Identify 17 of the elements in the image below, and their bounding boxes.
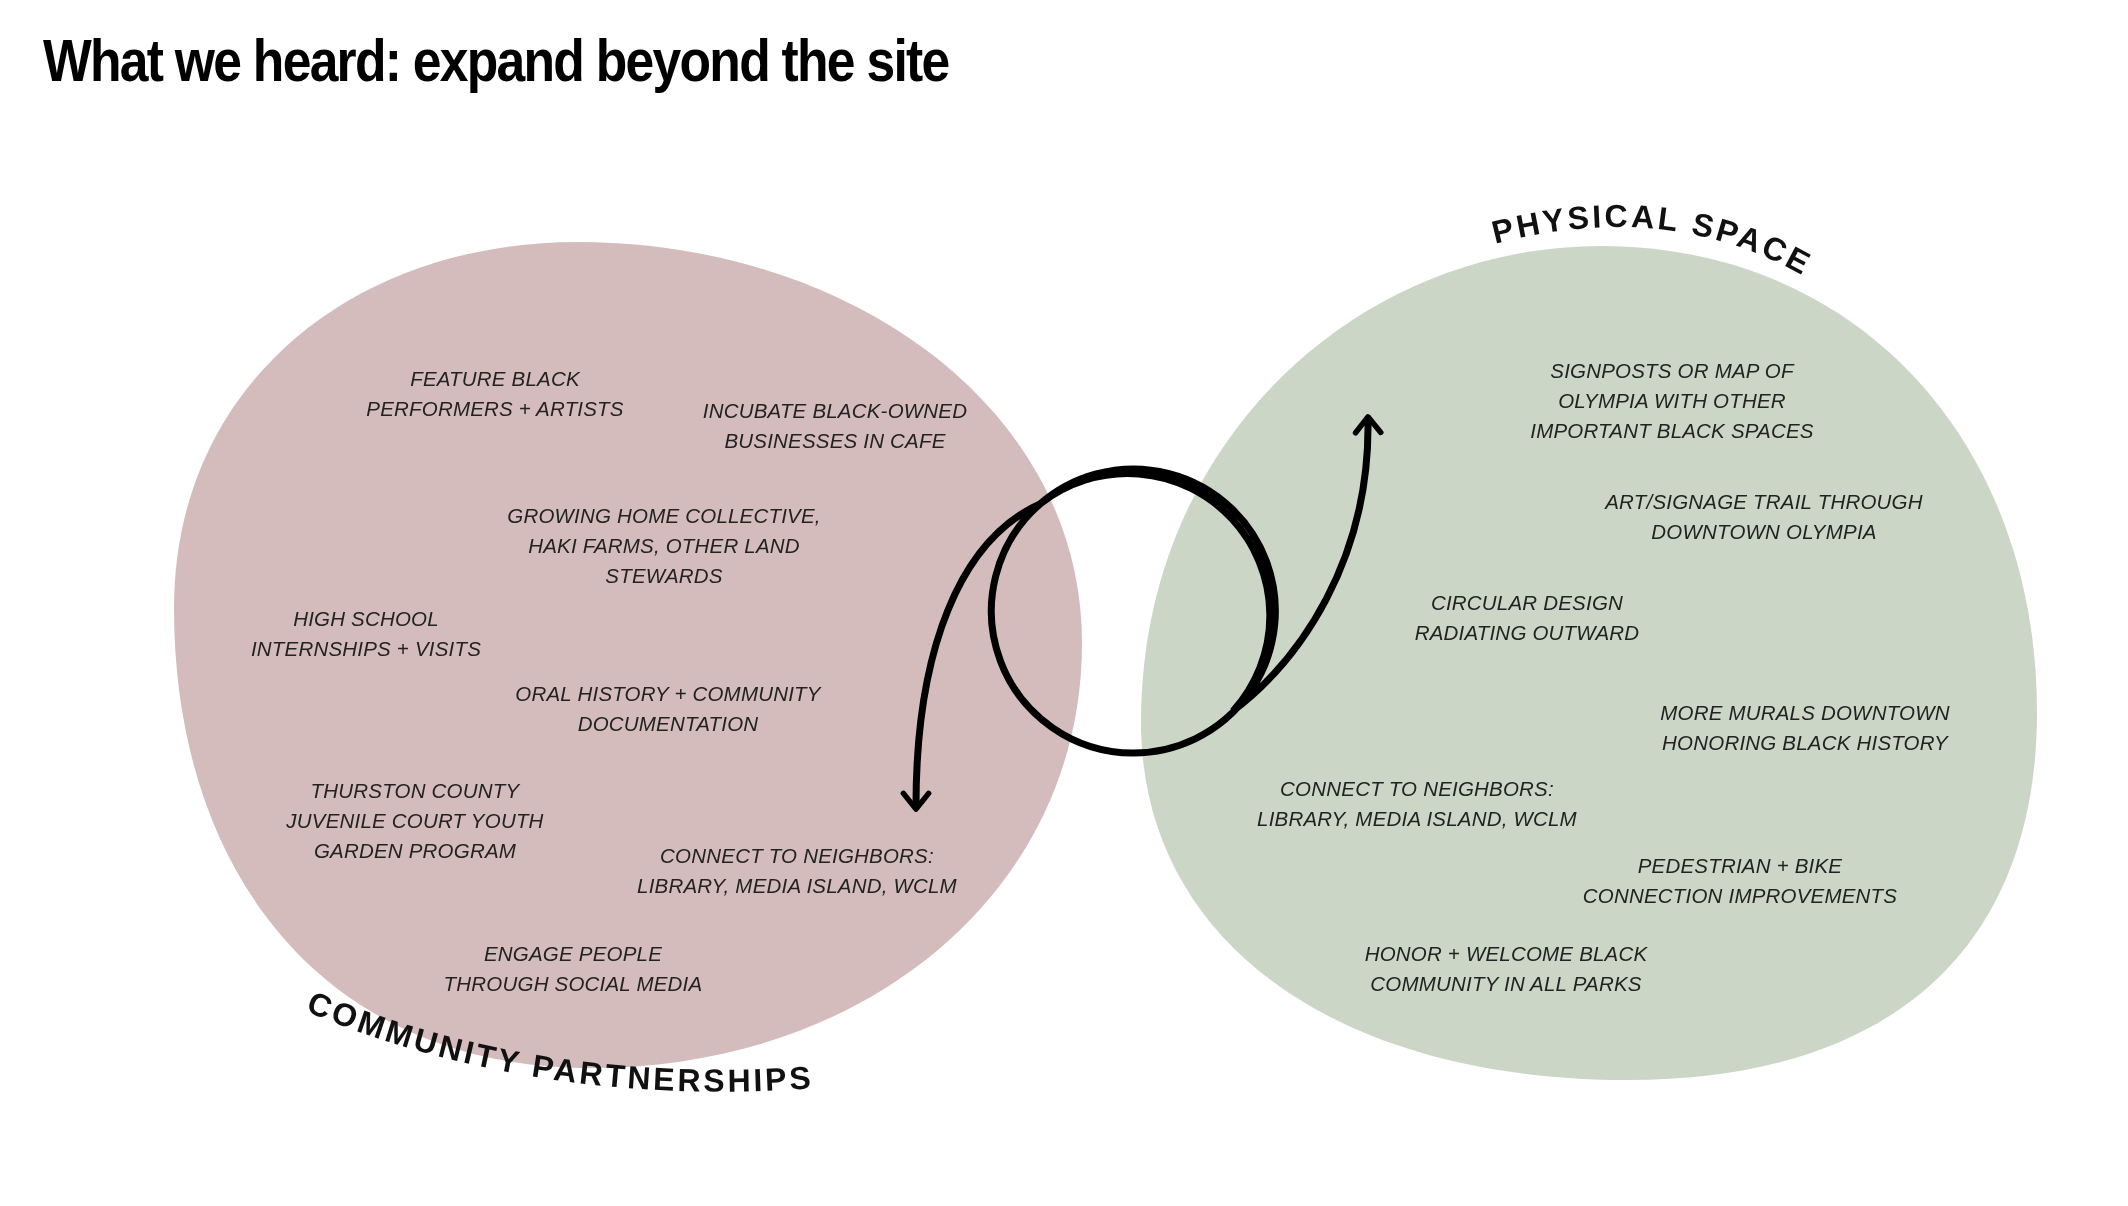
idea-text: HONOR + WELCOME BLACK COMMUNITY IN ALL PARKS xyxy=(1363,941,1649,997)
idea-text: PEDESTRIAN + BIKE CONNECTION IMPROVEMENTS xyxy=(1581,853,1899,909)
idea-text: CONNECT TO NEIGHBORS: LIBRARY, MEDIA ISLAND, WCLM xyxy=(1256,776,1578,832)
idea-text: GROWING HOME COLLECTIVE, HAKI FARMS, OTHER LAND STEWARDS xyxy=(506,503,822,589)
idea-text: MORE MURALS DOWNTOWN HONORING BLACK HISTORY xyxy=(1659,700,1951,756)
idea-text: HIGH SCHOOL INTERNSHIPS + VISITS xyxy=(249,606,483,662)
idea-text: FEATURE BLACK PERFORMERS + ARTISTS xyxy=(365,366,625,422)
idea-text: ORAL HISTORY + COMMUNITY DOCUMENTATION xyxy=(514,681,823,737)
idea-text: ART/SIGNAGE TRAIL THROUGH DOWNTOWN OLYMPIA xyxy=(1603,489,1924,545)
idea-text: CONNECT TO NEIGHBORS: LIBRARY, MEDIA ISLAND, WCLM xyxy=(636,843,958,899)
title: What we heard: expand beyond the site xyxy=(43,26,949,95)
idea-text: ENGAGE PEOPLE THROUGH SOCIAL MEDIA xyxy=(443,941,704,995)
idea-text: SIGNPOSTS OR MAP OF OLYMPIA WITH OTHER IMPORTANT BLACK SPACES xyxy=(1529,358,1815,444)
idea-text: CIRCULAR DESIGN RADIATING OUTWARD xyxy=(1413,590,1641,646)
idea-text: THURSTON COUNTY JUVENILE COURT YOUTH GARDEN PROGRAM xyxy=(285,778,545,864)
looping-arrow xyxy=(900,414,1383,812)
idea-text: INCUBATE BLACK-OWNED BUSINESSES IN CAFE xyxy=(701,398,969,454)
